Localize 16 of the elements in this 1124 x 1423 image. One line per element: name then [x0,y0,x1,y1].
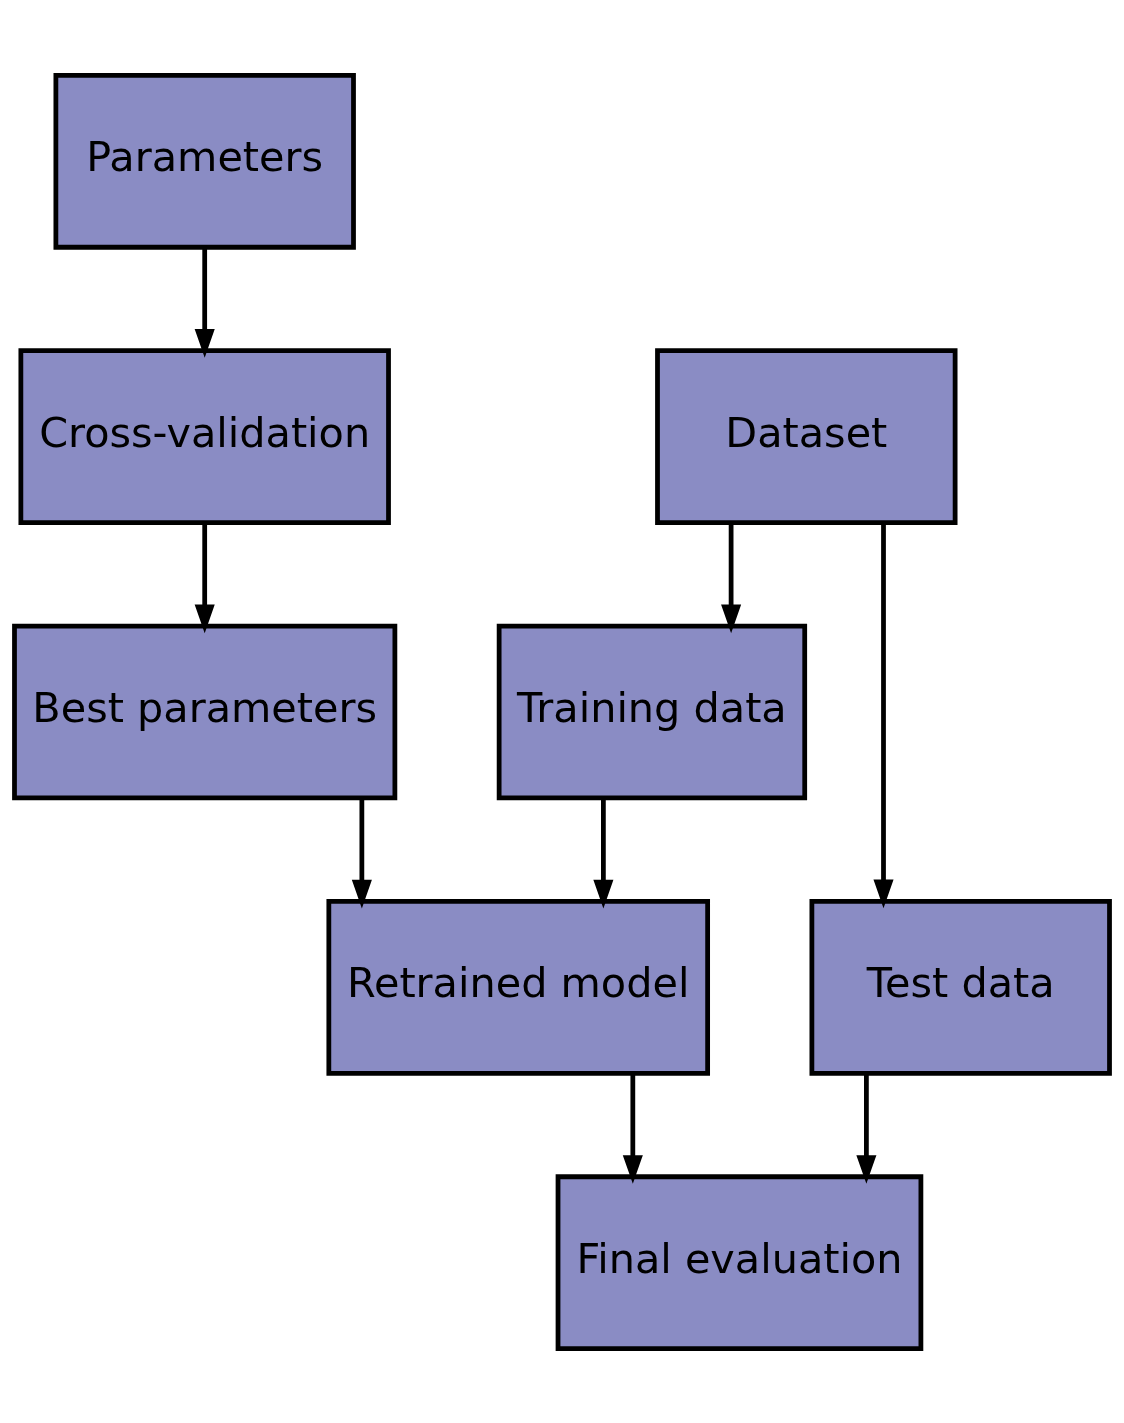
node-box: Test data [809,898,1112,1076]
arrow [593,797,614,908]
arrow [873,522,894,908]
node-box: Dataset [655,347,958,525]
node-box: Cross-validation [18,347,391,525]
node-box: Retrained model [326,898,710,1076]
arrow [194,247,215,358]
node-box: Parameters [53,72,356,250]
node-box: Best parameters [12,623,398,800]
node-box: Training data [496,623,808,800]
arrow [194,522,215,633]
arrow [622,1073,643,1184]
arrow [856,1073,877,1184]
node-box: Final evaluation [555,1173,924,1351]
arrow [721,522,742,633]
arrow [351,797,372,908]
